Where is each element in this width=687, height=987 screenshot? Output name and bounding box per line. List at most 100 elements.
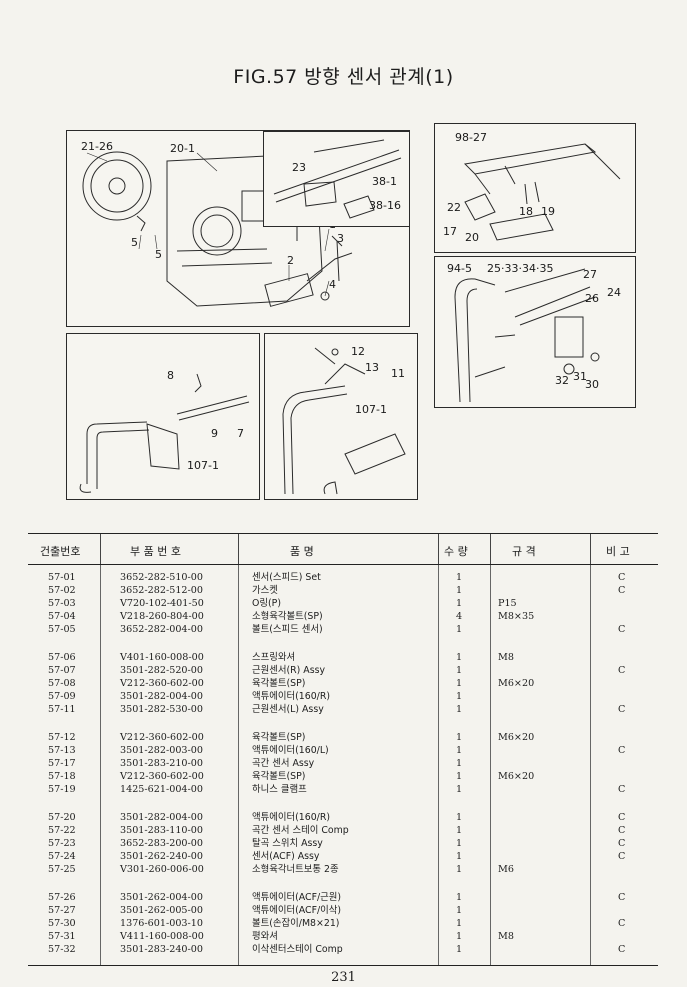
- callout-label: 17: [443, 225, 457, 238]
- cell-part-number: 3501-282-520-00: [120, 665, 203, 677]
- cell-item-no: 57-22: [48, 825, 76, 837]
- cell-part-name: 스프링와셔: [252, 652, 296, 663]
- cell-quantity: 1: [455, 732, 463, 743]
- callout-label: 21-26: [81, 140, 113, 153]
- cell-part-name: 액튜에이터(160/R): [252, 812, 331, 823]
- callout-label: 11: [391, 367, 405, 380]
- cell-item-no: 57-06: [48, 652, 76, 663]
- header-spec: 규 격: [512, 545, 536, 558]
- cell-quantity: 1: [455, 652, 463, 663]
- cell-item-no: 57-17: [48, 758, 76, 770]
- header-part-no: 부 품 번 호: [130, 545, 181, 558]
- cell-note: C: [618, 665, 626, 677]
- cell-part-number: 3501-262-240-00: [120, 851, 203, 863]
- callout-label: 22: [447, 201, 461, 214]
- cell-part-number: 3501-283-110-00: [120, 825, 203, 837]
- cell-note: C: [618, 812, 626, 823]
- cell-quantity: 4: [455, 611, 463, 623]
- cell-quantity: 1: [455, 812, 463, 823]
- cell-part-number: V411-160-008-00: [120, 931, 204, 943]
- cell-note: C: [618, 918, 626, 930]
- callout-label: 30: [585, 378, 599, 391]
- diagram-panel-rail: 23 38-1 38-16: [263, 131, 410, 227]
- cell-quantity: 1: [455, 838, 463, 850]
- cell-part-name: 육각볼트(SP): [252, 732, 306, 743]
- cell-part-name: 액튜에이터(160/R): [252, 691, 331, 703]
- cell-item-no: 57-19: [48, 784, 76, 796]
- cell-spec: M8×35: [498, 611, 535, 623]
- table-header: 건출번호 부 품 번 호 품 명 수 량 규 격 비 고: [28, 533, 658, 565]
- callout-label: 7: [237, 427, 244, 440]
- cell-part-name: 볼트(스피드 센서): [252, 624, 323, 636]
- cell-quantity: 1: [455, 851, 463, 863]
- diagram-panel-sensor-stay: 98-27 22 18 19 17 20: [434, 123, 636, 253]
- cell-part-number: V401-160-008-00: [120, 652, 204, 663]
- page-number: 231: [331, 970, 356, 985]
- cell-quantity: 1: [455, 704, 463, 716]
- cell-part-number: 3501-282-003-00: [120, 745, 203, 757]
- callout-label: 13: [365, 361, 379, 374]
- cell-spec: M6×20: [498, 771, 535, 783]
- diagram-panel-frame-right: 12 13 11 107-1: [264, 333, 418, 500]
- cell-spec: M8: [498, 931, 514, 943]
- cell-spec: P15: [498, 598, 517, 610]
- cell-item-no: 57-25: [48, 864, 76, 876]
- cell-part-name: 근원센서(L) Assy: [252, 704, 324, 716]
- cell-item-no: 57-02: [48, 585, 76, 597]
- cell-part-name: 이삭센터스테이 Comp: [252, 944, 343, 956]
- cell-quantity: 1: [455, 905, 463, 917]
- cell-quantity: 1: [455, 745, 463, 757]
- cell-item-no: 57-23: [48, 838, 76, 850]
- page-title: FIG.57 방향 센서 관계(1): [233, 66, 454, 88]
- cell-note: C: [618, 838, 626, 850]
- cell-part-number: V218-260-804-00: [120, 611, 204, 623]
- cell-part-number: 3501-262-004-00: [120, 892, 203, 903]
- cell-note: C: [618, 851, 626, 863]
- cell-part-number: 3501-283-210-00: [120, 758, 203, 770]
- callout-label: 5: [155, 248, 162, 261]
- cell-part-number: 3501-282-004-00: [120, 812, 203, 823]
- cell-item-no: 57-20: [48, 812, 76, 823]
- cell-part-name: 볼트(손잡이/M8×21): [252, 918, 340, 930]
- callout-label: 107-1: [355, 403, 387, 416]
- frame-right-drawing: [282, 347, 406, 495]
- cell-spec: M6: [498, 864, 514, 876]
- cell-part-number: 3652-282-512-00: [120, 585, 203, 597]
- cell-quantity: 1: [455, 892, 463, 903]
- cell-note: C: [618, 944, 626, 956]
- cell-part-number: 3652-283-200-00: [120, 838, 203, 850]
- cell-part-number: 1376-601-003-10: [120, 918, 203, 930]
- cell-item-no: 57-31: [48, 931, 76, 943]
- callout-label: 107-1: [187, 459, 219, 472]
- cell-part-name: O링(P): [252, 598, 281, 610]
- acf-sensor-drawing: [454, 268, 600, 403]
- cell-note: C: [618, 745, 626, 757]
- cell-part-name: 육각볼트(SP): [252, 678, 306, 690]
- cell-part-name: 육각볼트(SP): [252, 771, 306, 783]
- cell-item-no: 57-05: [48, 624, 76, 636]
- callout-label: 94-5: [447, 262, 472, 275]
- cell-note: C: [618, 784, 626, 796]
- cell-quantity: 1: [455, 944, 463, 956]
- callout-label: 20: [465, 231, 479, 244]
- cell-part-name: 소형육각볼트(SP): [252, 611, 323, 623]
- cell-quantity: 1: [455, 572, 463, 583]
- cell-item-no: 57-07: [48, 665, 76, 677]
- callout-label: 38-1: [372, 175, 397, 188]
- cell-part-number: 3501-282-530-00: [120, 704, 203, 716]
